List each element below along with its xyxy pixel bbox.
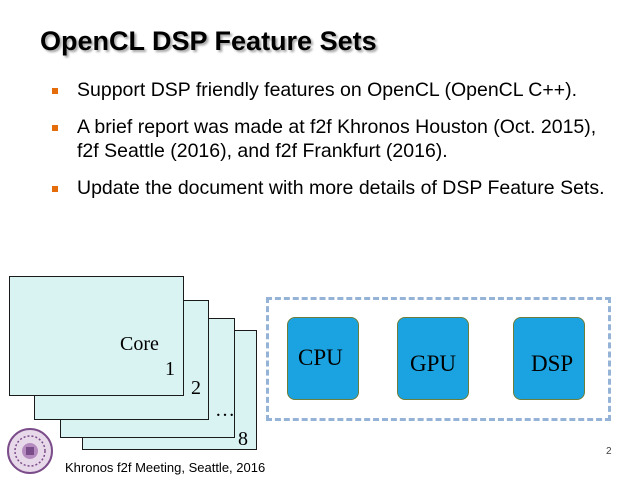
bullet-item: Support DSP friendly features on OpenCL … xyxy=(52,78,612,102)
bullet-text: Update the document with more details of… xyxy=(77,177,605,199)
processor-group xyxy=(266,297,611,421)
slide-title: OpenCL DSP Feature Sets xyxy=(40,26,377,56)
core-number-ellipsis: … xyxy=(215,399,235,421)
bullet-item: A brief report was made at f2f Khronos H… xyxy=(52,115,612,163)
page-number: 2 xyxy=(606,446,612,457)
cpu-label: CPU xyxy=(298,345,343,370)
cpu-box xyxy=(287,317,359,400)
university-seal-icon xyxy=(7,428,53,474)
core-number-1: 1 xyxy=(165,358,175,380)
bullet-item: Update the document with more details of… xyxy=(52,176,612,200)
bullet-text: Support DSP friendly features on OpenCL … xyxy=(77,79,578,101)
bullet-marker xyxy=(52,186,58,192)
core-number-8: 8 xyxy=(238,428,248,450)
core-number-2: 2 xyxy=(191,377,201,399)
bullet-marker xyxy=(52,125,58,131)
bullet-marker xyxy=(52,88,58,94)
core-label: Core xyxy=(120,333,159,355)
footer-text: Khronos f2f Meeting, Seattle, 2016 xyxy=(65,460,266,475)
core-card-1 xyxy=(9,276,184,396)
dsp-box xyxy=(513,317,585,400)
gpu-label: GPU xyxy=(410,351,457,376)
gpu-box xyxy=(397,317,469,400)
bullet-text: A brief report was made at f2f Khronos H… xyxy=(77,116,597,162)
dsp-label: DSP xyxy=(531,351,574,376)
bullet-list: Support DSP friendly features on OpenCL … xyxy=(52,78,612,213)
